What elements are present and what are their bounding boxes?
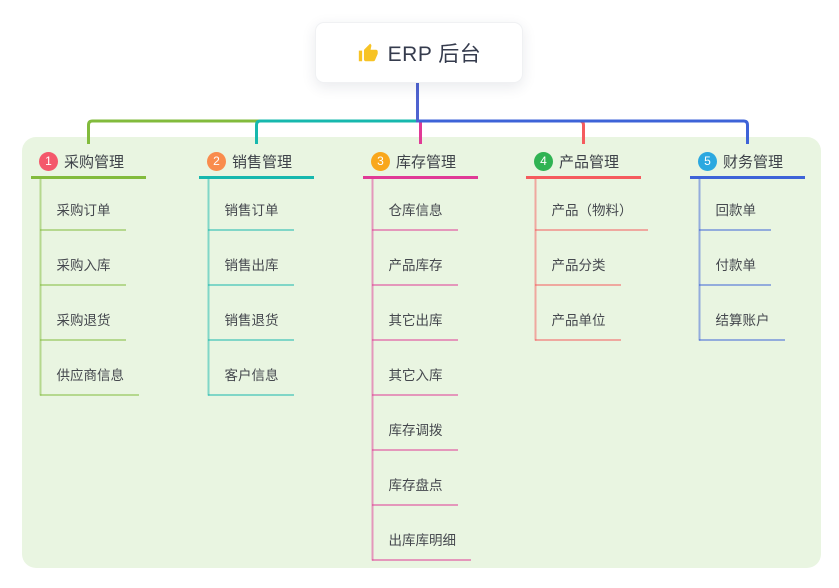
child-node[interactable]: 出库库明细 (371, 528, 471, 561)
branch-node-label: 采购管理 (64, 153, 125, 171)
thumbs-up-icon (358, 43, 378, 61)
child-node[interactable]: 销售退货 (207, 308, 294, 341)
branch-number-badge: 3 (371, 151, 390, 171)
branch-number-badge: 5 (698, 151, 717, 171)
child-node[interactable]: 结算账户 (698, 308, 785, 341)
child-node[interactable]: 库存盘点 (371, 473, 458, 506)
child-node[interactable]: 库存调拨 (371, 418, 458, 451)
child-node[interactable]: 客户信息 (207, 363, 294, 396)
branch-node-product[interactable]: 4 产品管理 (526, 146, 641, 179)
child-node[interactable]: 采购入库 (39, 253, 126, 286)
branch-node-label: 库存管理 (396, 153, 457, 171)
root-node[interactable]: ERP 后台 (315, 22, 523, 83)
child-node[interactable]: 销售出库 (207, 253, 294, 286)
branches-panel (22, 137, 821, 568)
branch-node-purchase[interactable]: 1 采购管理 (31, 146, 146, 179)
child-node[interactable]: 产品单位 (534, 308, 621, 341)
child-node[interactable]: 采购订单 (39, 198, 126, 231)
child-node[interactable]: 产品库存 (371, 253, 458, 286)
child-node[interactable]: 付款单 (698, 253, 771, 286)
branch-node-inventory[interactable]: 3 库存管理 (363, 146, 478, 179)
child-node[interactable]: 供应商信息 (39, 363, 139, 396)
root-node-label: ERP 后台 (387, 42, 482, 66)
branch-number-badge: 4 (534, 151, 553, 171)
branch-node-label: 财务管理 (723, 153, 784, 171)
branch-node-label: 销售管理 (232, 153, 293, 171)
child-node[interactable]: 其它入库 (371, 363, 458, 396)
branch-node-finance[interactable]: 5 财务管理 (690, 146, 805, 179)
branch-node-label: 产品管理 (559, 153, 620, 171)
child-node[interactable]: 产品（物料） (534, 198, 648, 231)
child-node[interactable]: 产品分类 (534, 253, 621, 286)
child-node[interactable]: 仓库信息 (371, 198, 458, 231)
child-node[interactable]: 采购退货 (39, 308, 126, 341)
child-node[interactable]: 其它出库 (371, 308, 458, 341)
branch-node-sales[interactable]: 2 销售管理 (199, 146, 314, 179)
child-node[interactable]: 回款单 (698, 198, 771, 231)
child-node[interactable]: 销售订单 (207, 198, 294, 231)
branch-number-badge: 2 (207, 151, 226, 171)
branch-number-badge: 1 (39, 151, 58, 171)
